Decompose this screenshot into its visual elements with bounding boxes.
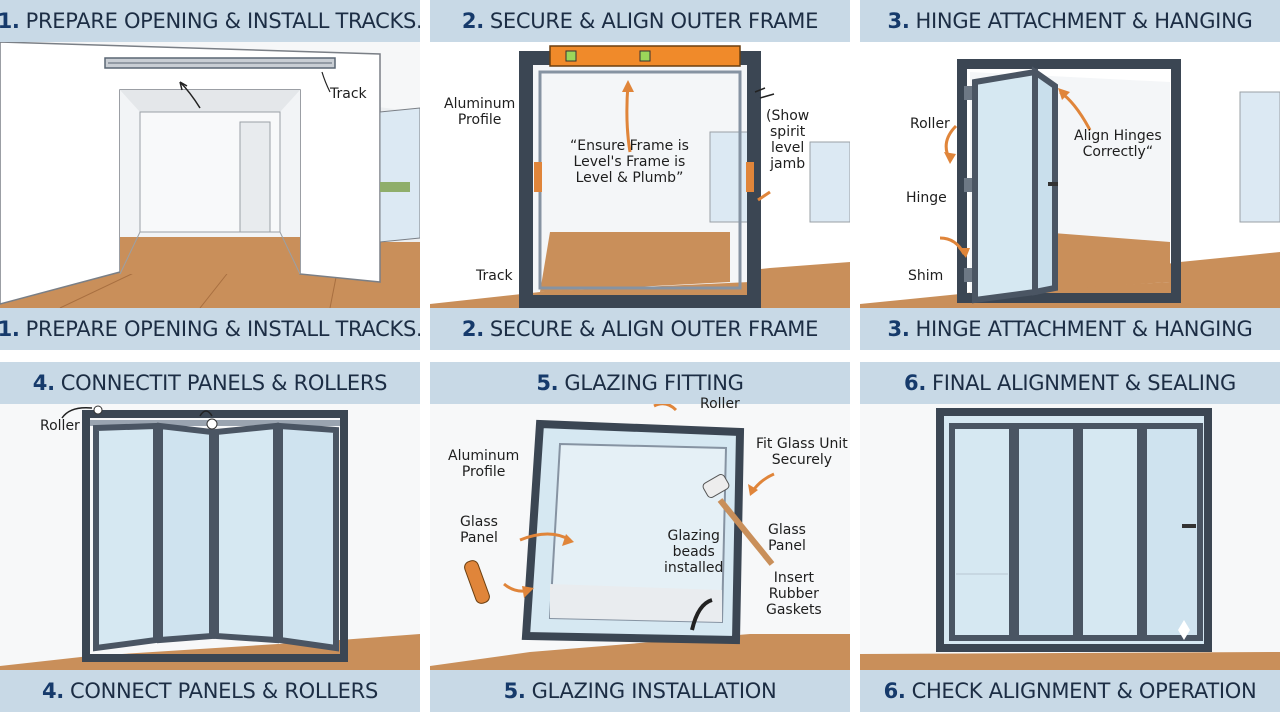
step-6-panel: 6.FINAL ALIGNMENT & SEALING 6.CHECK ALIG… [860,362,1280,712]
step-caption: CHECK ALIGNMENT & OPERATION [911,679,1257,703]
track-label: Track [476,268,513,284]
door-panel-2 [1013,423,1079,641]
step-number: 6. [883,679,906,703]
door-panel-1 [972,68,1038,304]
glass-panel-label-left: Glass Panel [460,514,498,546]
step-title: FINAL ALIGNMENT & SEALING [932,371,1236,395]
door-handle [1182,524,1196,528]
roller-label: Roller [910,116,950,132]
step-1-title-bar: 1.PREPARE OPENING & INSTALL TRACKS. [0,0,420,42]
step-1-illustration [0,42,420,308]
step-5-panel: 5.GLAZING FITTING Roller Aluminum Profil… [430,362,850,712]
step-caption: HINGE ATTACHMENT & HANGING [915,317,1253,341]
step-number: 4. [42,679,64,703]
step-2-panel: 2.SECURE & ALIGN OUTER FRAME Aluminum Pr… [430,0,850,350]
door-panel-1 [93,422,159,652]
step-number: 3. [887,9,910,33]
show-spirit-level-label: (Show spirit level jamb [766,108,810,172]
door-panel-4 [277,422,339,652]
step-title: SECURE & ALIGN OUTER FRAME [489,9,819,33]
glass-panel-label-right: Glass Panel [768,522,806,554]
door-panel-2 [1032,66,1058,296]
step-3-illustration [860,42,1280,308]
step-caption: GLAZING INSTALLATION [531,679,777,703]
step-title: GLAZING FITTING [564,371,744,395]
step-number: 4. [32,371,55,395]
aluminum-profile-label: Aluminum Profile [444,96,516,128]
shim-label: Shim [908,268,944,284]
door-panel-1 [949,423,1015,641]
hinge-label: Hinge [906,190,947,206]
door-panel-2 [157,422,215,644]
step-1-panel: 1.PREPARE OPENING & INSTALL TRACKS. Trac… [0,0,420,350]
step-2-caption-bar: 2.SECURE & ALIGN OUTER FRAME [430,308,850,350]
step-number: 6. [904,371,927,395]
step-title: HINGE ATTACHMENT & HANGING [915,9,1253,33]
door-panel-3 [213,422,279,644]
step-caption: CONNECT PANELS & ROLLERS [70,679,378,703]
step-number: 5. [536,371,559,395]
step-title: CONNECTIT PANELS & ROLLERS [60,371,388,395]
step-title: PREPARE OPENING & INSTALL TRACKS. [25,9,420,33]
step-4-panel: 4.CONNECTIT PANELS & ROLLERS Roller 4.CO… [0,362,420,712]
step-5-caption-bar: 5.GLAZING INSTALLATION [430,670,850,712]
step-4-caption-bar: 4.CONNECT PANELS & ROLLERS [0,670,420,712]
step-number: 3. [887,317,910,341]
step-4-title-bar: 4.CONNECTIT PANELS & ROLLERS [0,362,420,404]
floor [0,242,420,308]
step-3-panel: 3.HINGE ATTACHMENT & HANGING Roller Alig… [860,0,1280,350]
step-number: 1. [0,317,20,341]
fit-glass-unit-label: Fit Glass Unit Securely [756,436,848,468]
roller-label: Roller [40,418,80,434]
step-6-illustration [860,404,1280,670]
step-4-illustration [0,404,420,670]
step-6-caption-bar: 6.CHECK ALIGNMENT & OPERATION [860,670,1280,712]
glazing-beads-label: Glazing beads installed [664,528,724,576]
ensure-level-label: “Ensure Frame is Level's Frame is Level … [570,138,689,186]
step-caption: SECURE & ALIGN OUTER FRAME [489,317,819,341]
outer-frame [957,59,1181,303]
door-panel-4 [1141,423,1203,641]
step-number: 5. [503,679,526,703]
step-1-caption-bar: 1.PREPARE OPENING & INSTALL TRACKS. [0,308,420,350]
step-3-caption-bar: 3.HINGE ATTACHMENT & HANGING [860,308,1280,350]
door-panel-3 [1077,423,1143,641]
step-caption: PREPARE OPENING & INSTALL TRACKS. [25,317,420,341]
step-3-title-bar: 3.HINGE ATTACHMENT & HANGING [860,0,1280,42]
step-2-title-bar: 2.SECURE & ALIGN OUTER FRAME [430,0,850,42]
step-number: 2. [461,9,484,33]
insert-gaskets-label: Insert Rubber Gaskets [766,570,822,618]
step-5-title-bar: 5.GLAZING FITTING [430,362,850,404]
step-2-illustration [430,42,850,308]
outer-frame [82,410,348,662]
step-number: 2. [461,317,484,341]
step-number: 1. [0,9,20,33]
roller-label: Roller [700,396,740,412]
step-5-illustration [430,404,850,670]
step-6-title-bar: 6.FINAL ALIGNMENT & SEALING [860,362,1280,404]
aluminum-profile-label: Aluminum Profile [448,448,520,480]
align-hinges-label: Align Hinges Correctly“ [1074,128,1162,160]
track-label: Track [330,86,367,102]
